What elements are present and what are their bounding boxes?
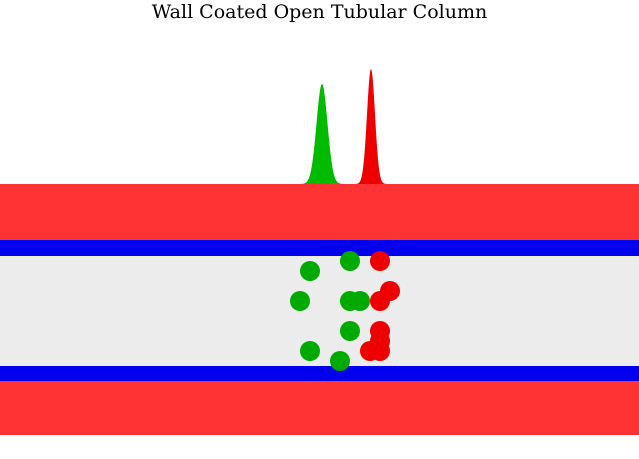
molecule-green — [300, 341, 320, 361]
molecule-red — [370, 291, 390, 311]
column-wall-bottom — [0, 366, 639, 381]
molecule-green — [330, 351, 350, 371]
molecules-group — [290, 251, 400, 371]
molecule-green — [300, 261, 320, 281]
molecule-green — [340, 251, 360, 271]
molecule-green — [290, 291, 310, 311]
diagram-title: Wall Coated Open Tubular Column — [151, 1, 488, 23]
column-wall-top — [0, 240, 639, 256]
mobile-phase-channel — [0, 256, 639, 366]
molecule-green — [340, 321, 360, 341]
stationary-phase-bottom — [0, 381, 639, 435]
molecule-red — [370, 251, 390, 271]
molecule-green — [350, 291, 370, 311]
stationary-phase-top — [0, 184, 639, 240]
chromatogram-peak-red — [355, 69, 387, 184]
chromatogram-peak-green — [300, 84, 344, 184]
molecule-red — [370, 341, 390, 361]
